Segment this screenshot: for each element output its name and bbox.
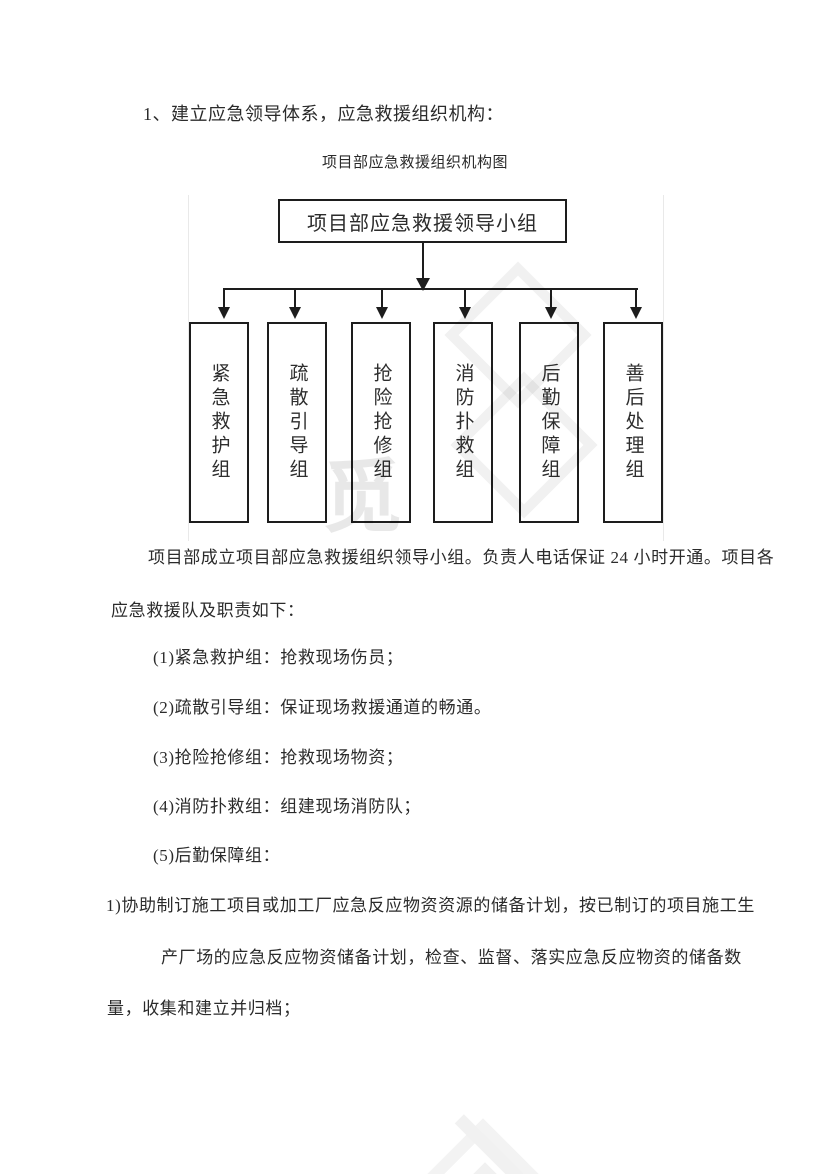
body-line: 应急救援队及职责如下： [111, 601, 305, 620]
arrow-down-icon [218, 307, 230, 319]
arrow-down-icon [459, 307, 471, 319]
connector-line [223, 290, 225, 308]
org-root-label: 项目部应急救援领导小组 [307, 212, 538, 235]
connector-line [422, 243, 424, 279]
arrow-down-icon [630, 307, 642, 319]
arrow-down-icon [289, 307, 301, 319]
org-box-evacuation-guide: 疏散引导组 [267, 322, 327, 523]
arrow-down-icon [416, 278, 430, 291]
org-box-emergency-rescue: 紧急救护组 [189, 322, 249, 523]
body-line: 量，收集和建立并归档； [107, 999, 301, 1018]
org-box-label: 紧急救护组 [208, 362, 230, 483]
connector-line [550, 290, 552, 308]
body-line: (1)紧急救护组：抢救现场伤员； [153, 648, 404, 667]
body-line: (4)消防扑救组：组建现场消防队； [153, 797, 422, 816]
connector-line [464, 290, 466, 308]
connector-line [381, 290, 383, 308]
org-box-aftermath: 善后处理组 [603, 322, 663, 523]
body-line: (3)抢险抢修组：抢救现场物资； [153, 748, 404, 767]
org-box-firefighting: 消防扑救组 [433, 322, 493, 523]
connector-line [294, 290, 296, 308]
body-line: 产厂场的应急反应物资储备计划，检查、监督、落实应急反应物资的储备数 [161, 948, 742, 967]
body-line: (5)后勤保障组： [153, 846, 281, 865]
org-box-label: 消防扑救组 [452, 362, 474, 483]
org-box-label: 后勤保障组 [538, 362, 560, 483]
body-line: 1)协助制订施工项目或加工厂应急反应物资资源的储备计划，按已制订的项目施工生 [106, 896, 755, 915]
body-line: 项目部成立项目部应急救援组织领导小组。负责人电话保证 24 小时开通。项目各 [148, 548, 775, 567]
org-chart-diagram: 觅 项目部应急救援领导小组 紧急救护组 疏散引导组 抢险抢修组 [188, 195, 664, 543]
org-box-repair: 抢险抢修组 [351, 322, 411, 523]
diagram-title: 项目部应急救援组织机构图 [321, 155, 508, 171]
org-box-label: 疏散引导组 [286, 362, 308, 483]
section-heading: 1、建立应急领导体系，应急救援组织机构： [143, 104, 504, 124]
body-line: (2)疏散引导组：保证现场救援通道的畅通。 [153, 698, 492, 717]
connector-line [223, 288, 638, 290]
org-box-label: 善后处理组 [622, 362, 644, 483]
org-box-logistics: 后勤保障组 [519, 322, 579, 523]
connector-line [635, 290, 637, 308]
org-root-box: 项目部应急救援领导小组 [278, 199, 567, 243]
arrow-down-icon [545, 307, 557, 319]
arrow-down-icon [376, 307, 388, 319]
org-box-label: 抢险抢修组 [370, 362, 392, 483]
